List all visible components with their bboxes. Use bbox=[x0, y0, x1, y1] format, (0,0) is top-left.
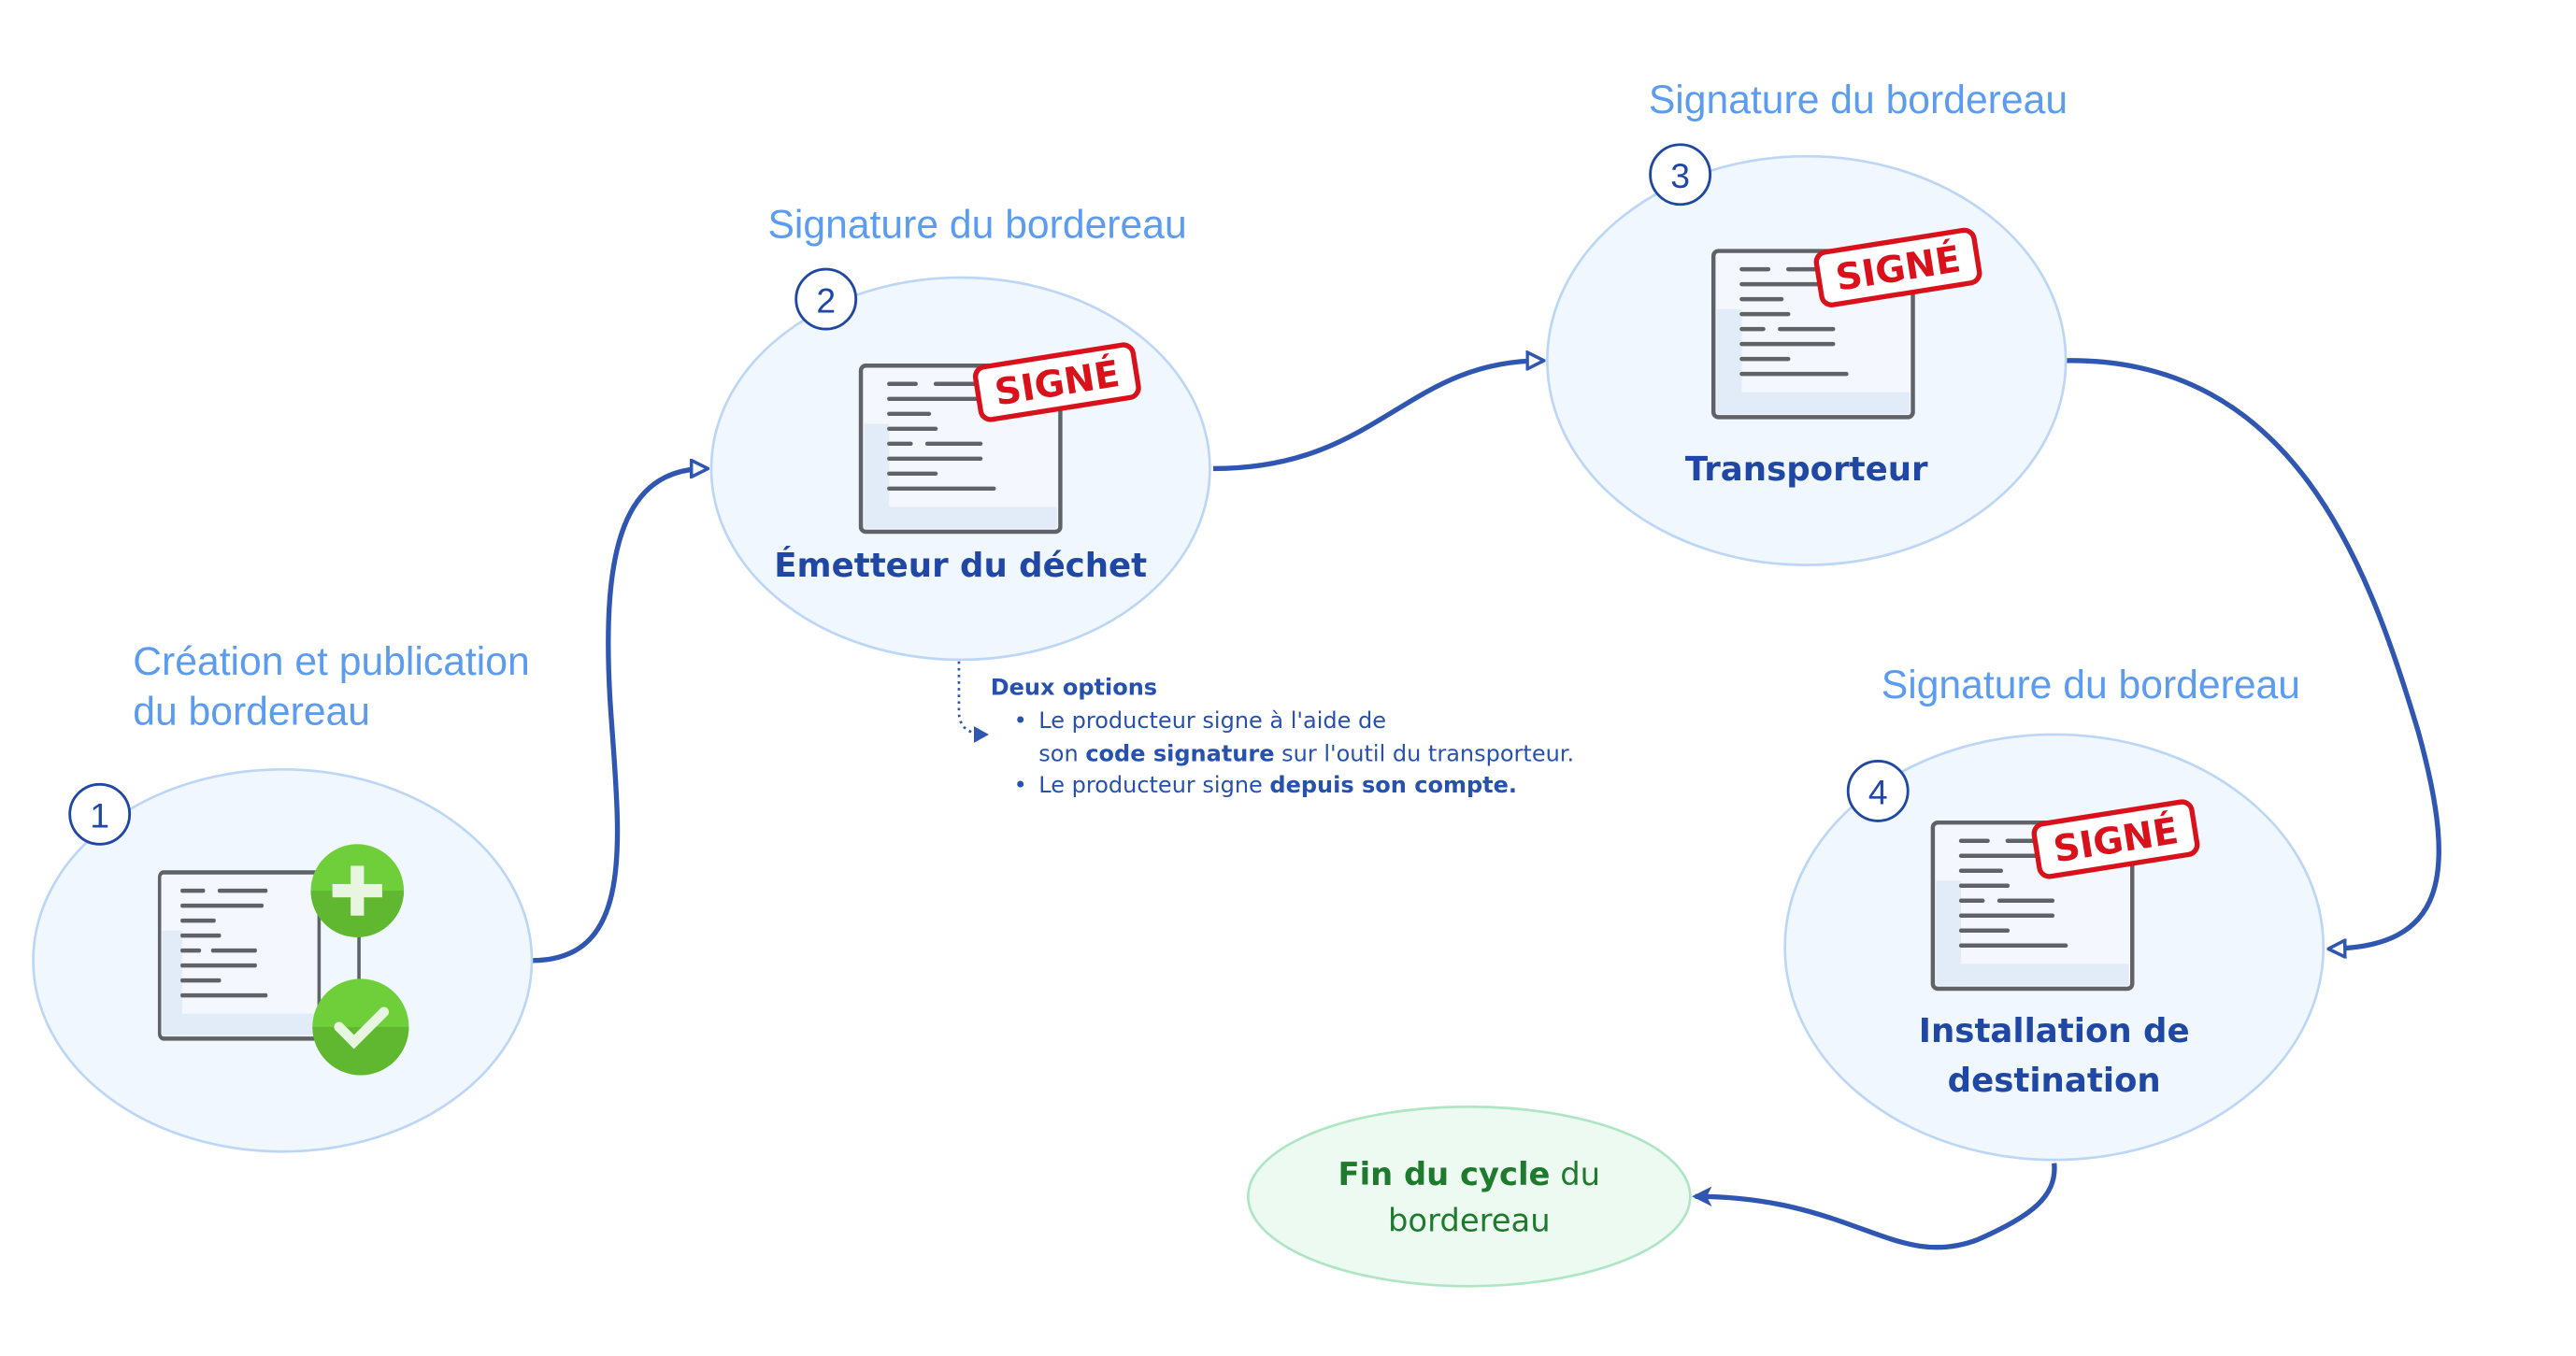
end-label-line1: Fin du cycle du bbox=[1338, 1156, 1600, 1192]
svg-text:1: 1 bbox=[90, 796, 109, 835]
flow-arrow-4-end bbox=[1692, 1163, 2057, 1250]
step4-label-line1: Installation de bbox=[1919, 1012, 2190, 1050]
svg-text:•: • bbox=[1014, 772, 1027, 798]
step3-label: Transporteur bbox=[1685, 450, 1928, 489]
step2-number-badge: 2 bbox=[794, 267, 858, 331]
step4-label-line2: destination bbox=[1948, 1062, 2161, 1100]
svg-text:Le producteur signe depuis son: Le producteur signe depuis son compte. bbox=[1038, 772, 1517, 798]
step3-number-badge: 3 bbox=[1649, 143, 1712, 207]
document-icon bbox=[160, 873, 320, 1039]
end-node bbox=[1246, 1105, 1692, 1288]
signed-stamp: SIGNÉ bbox=[2031, 799, 2200, 879]
end-label-line2: bordereau bbox=[1388, 1203, 1551, 1239]
step3-title: Signature du bordereau bbox=[1649, 78, 2068, 122]
step4-title: Signature du bordereau bbox=[1882, 663, 2300, 707]
check-icon bbox=[312, 978, 409, 1076]
flow-arrow-2-3 bbox=[1212, 361, 1542, 472]
note-dotted-arrow bbox=[957, 661, 989, 743]
svg-text:3: 3 bbox=[1670, 156, 1690, 195]
options-note: Deux options • Le producteur signe à l'a… bbox=[991, 674, 1574, 798]
step1-title-line1: Création et publication bbox=[133, 639, 529, 684]
plus-icon bbox=[310, 844, 405, 937]
svg-text:Deux options: Deux options bbox=[991, 674, 1157, 700]
svg-text:•: • bbox=[1014, 707, 1027, 734]
svg-text:4: 4 bbox=[1868, 773, 1888, 812]
flow-arrow-3-4 bbox=[2066, 358, 2441, 949]
step4-number-badge: 4 bbox=[1846, 759, 1910, 822]
svg-text:2: 2 bbox=[816, 280, 836, 320]
flow-arrow-1-2 bbox=[531, 468, 707, 963]
signed-stamp: SIGNÉ bbox=[1813, 227, 1982, 307]
svg-text:Le producteur signe à l'aide d: Le producteur signe à l'aide de bbox=[1038, 707, 1386, 734]
step2-label: Émetteur du déchet bbox=[774, 546, 1147, 585]
svg-text:son code signature sur l'outil: son code signature sur l'outil du transp… bbox=[1038, 740, 1574, 766]
step1-title-line2: du bordereau bbox=[133, 689, 370, 734]
signed-stamp: SIGNÉ bbox=[972, 342, 1141, 422]
step1-number-badge: 1 bbox=[68, 782, 132, 846]
step2-title: Signature du bordereau bbox=[767, 202, 1186, 247]
